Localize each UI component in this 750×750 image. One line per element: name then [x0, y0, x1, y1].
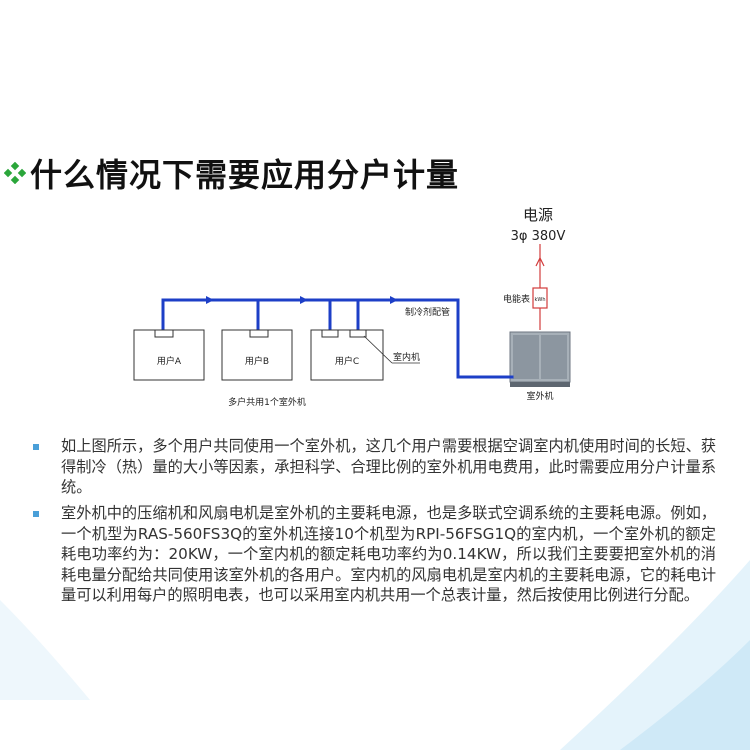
indoor-unit-callout-line	[363, 335, 393, 364]
flow-arrows	[206, 296, 398, 304]
page-title: 什么情况下需要应用分户计量	[30, 156, 460, 194]
paragraph-2-text: 室外机中的压缩机和风扇电机是室外机的主要耗电源，也是多联式空调系统的主要耗电源。…	[61, 504, 716, 605]
paragraph-1: 如上图所示，多个用户共同使用一个室外机，这几个用户需要根据空调室内机使用时间的长…	[33, 436, 716, 498]
electric-meter	[532, 287, 548, 309]
paragraph-1-text: 如上图所示，多个用户共同使用一个室外机，这几个用户需要根据空调室内机使用时间的长…	[61, 437, 716, 497]
shared-outdoor-unit-diagram: 电源 3φ 380V kWh 电能表 室外机 制冷剂配管 用户A 用户B	[133, 206, 571, 408]
square-bullet-icon	[33, 444, 39, 450]
outdoor-unit	[509, 331, 571, 387]
user-b-room: 用户B	[221, 329, 293, 381]
paragraph-2: 室外机中的压缩机和风扇电机是室外机的主要耗电源，也是多联式空调系统的主要耗电源。…	[33, 503, 716, 606]
user-b-label: 用户B	[245, 355, 269, 367]
user-a-room: 用户A	[133, 329, 205, 381]
diagram-caption: 多户共用1个室外机	[228, 396, 306, 408]
power-label: 电源	[523, 206, 553, 224]
user-c-room: 用户C	[310, 329, 384, 381]
meter-label: 电能表	[503, 293, 530, 305]
square-bullet-icon	[33, 511, 39, 517]
diamond-bullet-icon	[4, 162, 26, 184]
indoor-unit-label: 室内机	[393, 351, 420, 363]
pipe-label: 制冷剂配管	[405, 306, 450, 318]
refrigerant-pipe	[161, 298, 514, 379]
user-a-label: 用户A	[157, 355, 182, 367]
power-line	[535, 244, 545, 330]
user-c-label: 用户C	[335, 355, 359, 367]
outdoor-unit-label: 室外机	[526, 390, 553, 402]
power-spec: 3φ 380V	[511, 229, 566, 244]
slide-title-bar: 什么情况下需要应用分户计量	[4, 150, 459, 196]
meter-box-text: kWh	[534, 297, 545, 303]
